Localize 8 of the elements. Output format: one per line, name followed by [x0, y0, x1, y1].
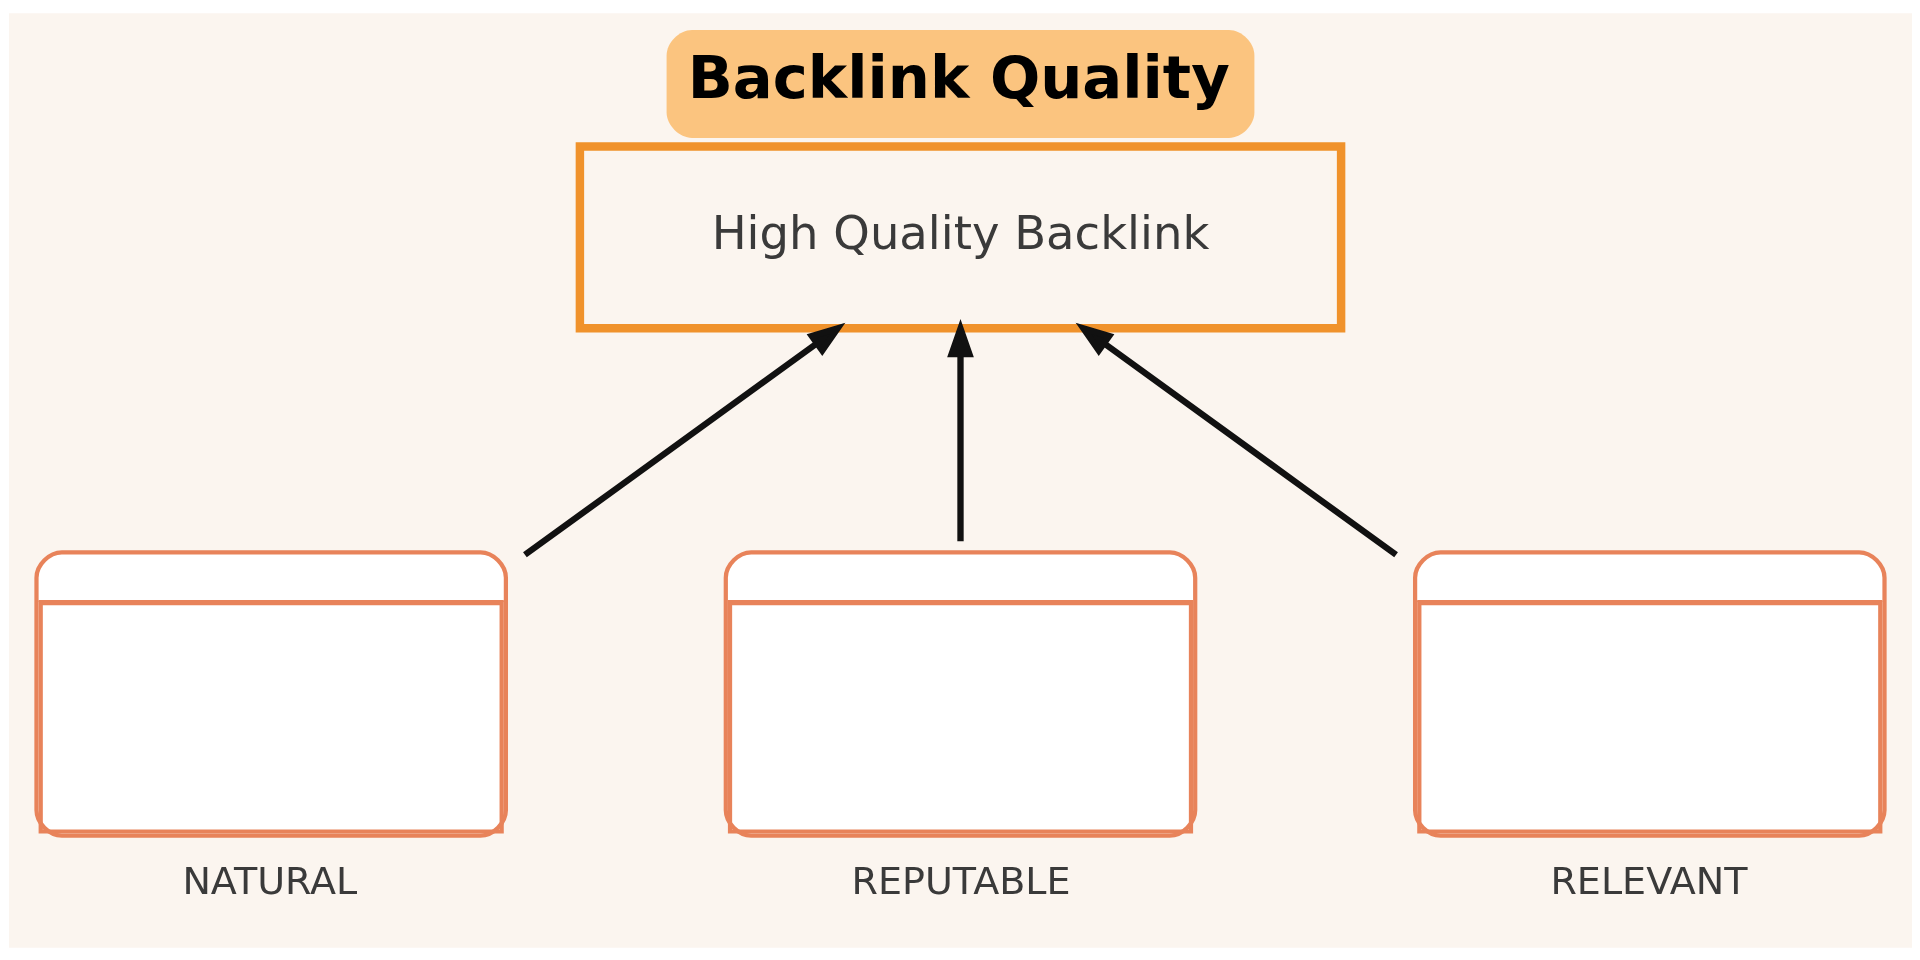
node-label: NATURAL — [181, 858, 357, 903]
diagram-title: Backlink Quality — [687, 42, 1230, 112]
node-label: REPUTABLE — [851, 858, 1071, 903]
arrow — [1075, 322, 1398, 557]
arrow — [522, 322, 845, 557]
node-label: RELEVANT — [1549, 858, 1747, 903]
arrow — [946, 318, 974, 541]
node-box: High Quality Backlink — [575, 141, 1345, 332]
